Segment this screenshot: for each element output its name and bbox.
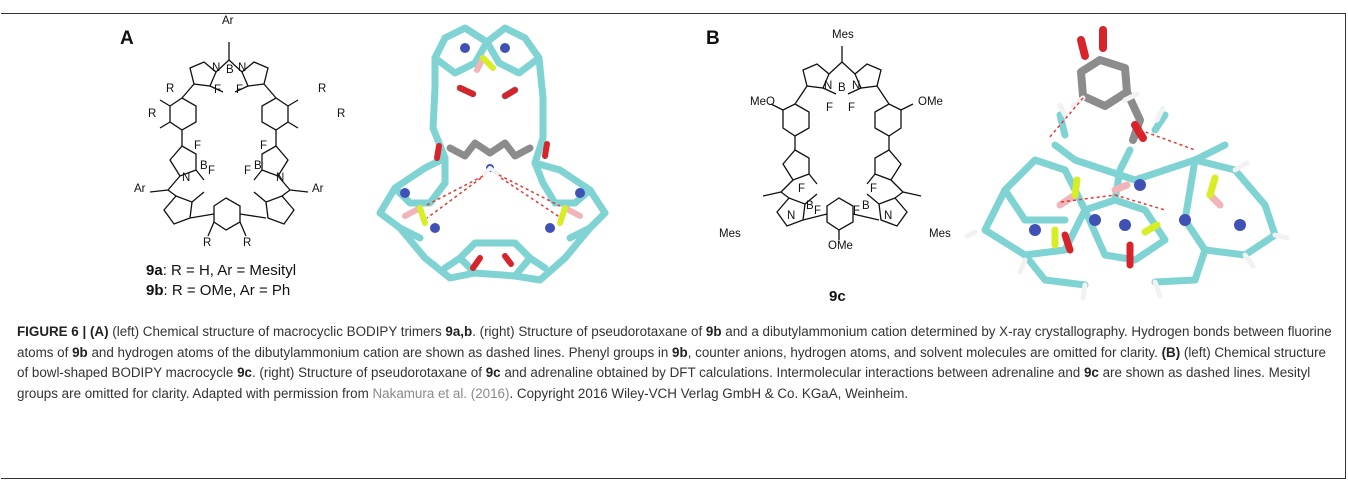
panel-b-letter: B: [706, 28, 720, 49]
r-sub-5: R: [203, 237, 212, 249]
atom-n-top-left: N: [212, 62, 221, 74]
atom-f-right-2: F: [244, 165, 252, 177]
mes-left: Mes: [719, 228, 741, 240]
atom-b-right: B: [254, 160, 262, 172]
atom-f-top-right: F: [236, 84, 244, 96]
atom-f-9c-top-left: F: [826, 102, 834, 114]
ome-right: OMe: [918, 96, 943, 108]
structure-9c-drawing: [762, 46, 922, 240]
atom-n-9c-left: N: [787, 210, 796, 222]
legend-9b: 9b: R = OMe, Ar = Ph: [146, 282, 291, 299]
atom-f-right-1: F: [260, 140, 268, 152]
dft-structure-9c-adrenaline: [964, 26, 1290, 301]
mes-right: Mes: [929, 228, 951, 240]
xray-structure-9b-dibutylammonium: [376, 24, 609, 284]
figure-frame: [1, 13, 1346, 479]
mes-top: Mes: [832, 29, 854, 41]
atom-f-left-2: F: [208, 165, 216, 177]
atom-f-9c-left-1: F: [798, 183, 806, 195]
atom-n-9c-top-left: N: [824, 80, 833, 92]
atom-f-9c-top-right: F: [848, 102, 856, 114]
atom-n-right: N: [276, 172, 285, 184]
r-sub-2: R: [148, 108, 157, 120]
figure-caption: FIGURE 6 | (A) (left) Chemical structure…: [17, 324, 1332, 401]
atom-n-9c-top-right: N: [852, 80, 861, 92]
r-sub-4: R: [337, 108, 346, 120]
atom-b-9c-top: B: [838, 82, 846, 94]
panel-a-letter: A: [120, 28, 134, 49]
atom-n-9c-right: N: [884, 210, 893, 222]
atom-b-9c-right: B: [862, 200, 870, 212]
label-9c: 9c: [829, 288, 846, 305]
caption-figure-number: FIGURE 6 |: [17, 324, 87, 339]
atom-f-9c-right-1: F: [870, 183, 878, 195]
ar-right: Ar: [312, 183, 324, 195]
atom-f-9c-left-2: F: [814, 205, 822, 217]
atom-n-left: N: [182, 172, 191, 184]
ar-left: Ar: [134, 183, 146, 195]
reference-link[interactable]: Nakamura et al. (2016): [372, 385, 510, 401]
legend-9a: 9a: R = H, Ar = Mesityl: [146, 262, 297, 279]
ar-top: Ar: [222, 15, 234, 27]
atom-b-left: B: [200, 160, 208, 172]
structure-9ab-drawing: [149, 42, 309, 237]
atom-b-top: B: [226, 64, 234, 76]
r-sub-6: R: [243, 237, 252, 249]
r-sub-3: R: [318, 83, 327, 95]
ome-left: MeO: [750, 96, 775, 108]
atom-f-left-1: F: [194, 140, 202, 152]
atom-b-9c-left: B: [806, 200, 814, 212]
atom-f-9c-right-2: F: [853, 205, 861, 217]
atom-f-top-left: F: [214, 84, 222, 96]
ome-bottom: OMe: [828, 240, 853, 252]
atom-n-top-right: N: [238, 62, 247, 74]
r-sub-1: R: [166, 83, 175, 95]
